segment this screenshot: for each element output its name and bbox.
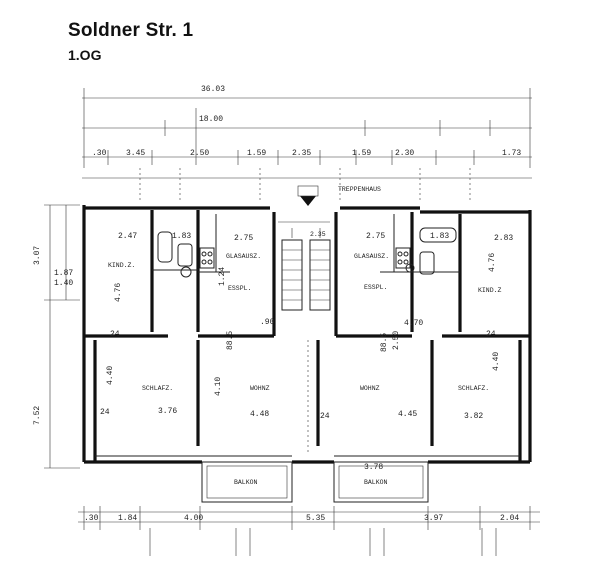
left-dimension-lines — [44, 204, 80, 469]
left-height-main: 7.52 — [33, 406, 42, 425]
right-kids-room-label: KIND.Z — [478, 287, 502, 294]
outer-walls — [82, 205, 532, 464]
bedroom-left-width: 3.76 — [158, 407, 177, 416]
kitchen-left-width: 2.75 — [234, 234, 253, 243]
kids-left-height: 4.76 — [114, 283, 123, 302]
left-bathroom-fixtures — [157, 231, 215, 278]
room-measurements: 2.47 1.83 2.75 2.75 1.83 2.83 4.76 4.76 … — [100, 232, 513, 472]
corridor-width: .90 — [260, 318, 275, 327]
top-dim-7: 1.73 — [502, 149, 521, 158]
top-dimension-lines — [82, 88, 532, 200]
bottom-dim-1: 1.84 — [118, 514, 137, 523]
left-kids-room-label: KIND.Z. — [108, 262, 135, 269]
stair-core — [272, 185, 338, 336]
top-dim-2: 2.50 — [190, 149, 209, 158]
left-dining-label: ESSPL. — [228, 285, 251, 292]
living-left-width: 4.48 — [250, 410, 269, 419]
wall-thickness-d: 24 — [100, 408, 110, 417]
right-kitchen-label: GLASAUSZ. — [354, 253, 389, 260]
right-balcony — [333, 461, 429, 503]
top-dimension-chain: .30 3.45 2.50 1.59 2.35 1.59 2.30 1.73 — [92, 149, 521, 158]
wall-thickness-b: 24 — [320, 412, 330, 421]
left-small-dim-b: 1.40 — [54, 279, 73, 288]
top-dim-0: .30 — [92, 149, 107, 158]
right-bathroom-fixtures — [395, 227, 457, 275]
bath-left-width: 1.83 — [172, 232, 191, 241]
bottom-dim-5: 2.04 — [500, 514, 519, 523]
top-dim-6: 2.30 — [395, 149, 414, 158]
right-dining-label: ESSPL. — [364, 284, 387, 291]
right-living-label: WOHNZ — [360, 385, 380, 392]
bedroom-right-height: 4.40 — [492, 352, 501, 371]
kitchen-right-width: 2.75 — [366, 232, 385, 241]
wall-height-b: 88.5 — [380, 333, 389, 352]
left-balcony-label: BALKON — [234, 479, 258, 486]
overall-width-label: 36.03 — [201, 85, 225, 94]
top-dim-4: 2.35 — [292, 149, 311, 158]
stair-label: TREPPENHAUS — [338, 186, 381, 193]
kids-left-width: 2.47 — [118, 232, 137, 241]
bedroom-left-height: 4.40 — [106, 366, 115, 385]
living-left-height: 4.10 — [214, 377, 223, 396]
wall-thickness-a: 24 — [110, 330, 120, 339]
right-bedroom-label: SCHLAFZ. — [458, 385, 489, 392]
left-small-dim: 1.87 — [54, 269, 73, 278]
bedroom-right-width: 3.82 — [464, 412, 483, 421]
bottom-dimension-chain: .30 1.84 4.00 5.35 3.97 2.04 — [84, 514, 519, 523]
left-unit-walls — [84, 210, 292, 457]
wall-thickness-c: 24 — [486, 330, 496, 339]
top-dim-1: 3.45 — [126, 149, 145, 158]
left-height-top: 3.07 — [33, 246, 42, 265]
top-dim-3: 1.59 — [247, 149, 266, 158]
kitchen-left-height: 1.24 — [218, 267, 227, 286]
bottom-dim-0: .30 — [84, 514, 99, 523]
stair-width-label: 2.35 — [310, 231, 326, 238]
balcony-right-width: 3.78 — [364, 463, 383, 472]
bottom-vertical-ticks — [149, 528, 497, 556]
left-kitchen-label: GLASAUSZ. — [226, 253, 261, 260]
bottom-dimension-lines — [78, 506, 540, 530]
left-bedroom-label: SCHLAFZ. — [142, 385, 173, 392]
left-living-label: WOHNZ — [250, 385, 270, 392]
bottom-dim-3: 5.35 — [306, 514, 325, 523]
bottom-dim-2: 4.00 — [184, 514, 203, 523]
living-right-width: 4.45 — [398, 410, 417, 419]
dining-right-width: 4.70 — [404, 319, 423, 328]
bottom-dim-4: 3.97 — [424, 514, 443, 523]
top-dim-5: 1.59 — [352, 149, 371, 158]
wall-height-c: 2.50 — [392, 331, 401, 350]
wall-height-a: 88.5 — [226, 331, 235, 350]
page-title: Soldner Str. 1 — [68, 20, 194, 41]
left-balcony — [201, 461, 293, 503]
floor-label: 1.OG — [68, 47, 102, 63]
inner-width-label: 18.00 — [199, 115, 223, 124]
right-balcony-label: BALKON — [364, 479, 388, 486]
bath-right-width: 1.83 — [430, 232, 449, 241]
kids-right-height: 4.76 — [488, 253, 497, 272]
kids-right-width: 2.83 — [494, 234, 513, 243]
right-unit-walls — [316, 212, 530, 457]
